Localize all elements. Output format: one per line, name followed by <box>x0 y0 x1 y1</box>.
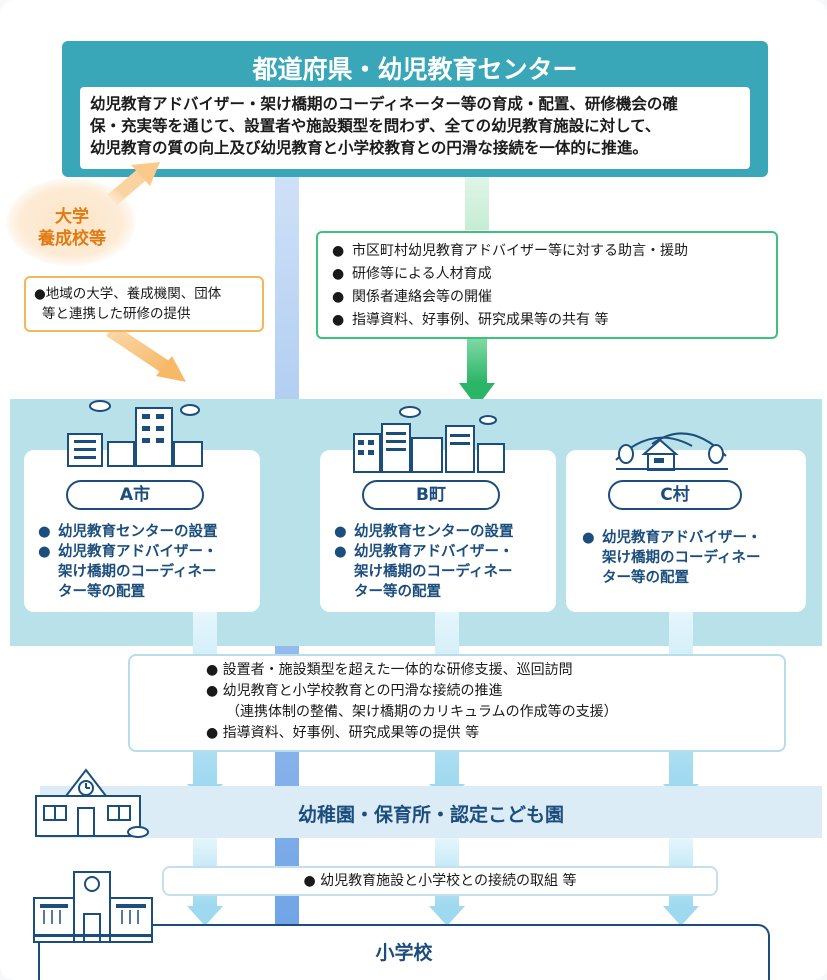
municipality-item: 架け橋期のコーディネー <box>58 564 217 580</box>
support-item: 市区町村幼児教育アドバイザー等に対する助言・援助 <box>352 243 688 259</box>
municipality-item: 幼児教育センターの設置 <box>58 524 218 540</box>
municipality-support-item: ● 設置者・施設類型を超えた一体的な研修支援、巡回訪問 <box>206 662 573 678</box>
university-label-line: 大学 <box>55 207 89 227</box>
municipality-support-item: （連携体制の整備、架け橋期のカリキュラムの作成等の支援） <box>226 704 618 720</box>
prefecture-description: 幼児教育アドバイザー・架け橋期のコーディネーター等の育成・配置、研修機会の確 保… <box>80 87 750 169</box>
town-buildings-icon <box>353 406 505 473</box>
elementary-school-label: 小学校 <box>375 942 433 964</box>
municipality-name-a: A市 <box>66 480 204 510</box>
municipality-list-b: ●幼児教育センターの設置 ●幼児教育アドバイザー・ 架け橋期のコーディネー ター… <box>334 524 514 600</box>
municipality-item: 幼児教育アドバイザー・ <box>354 544 514 560</box>
municipality-item: 幼児教育アドバイザー・ <box>602 530 762 546</box>
municipality-item: 架け橋期のコーディネー <box>354 564 513 580</box>
arrow-univ-to-municipality <box>106 324 174 376</box>
municipality-card-c <box>566 450 806 612</box>
university-label: 大学 養成校等 <box>20 206 124 250</box>
prefecture-title: 都道府県・幼児教育センター <box>252 55 578 84</box>
municipality-item: ター等の配置 <box>58 584 145 600</box>
prefecture-desc-line: 幼児教育の質の向上及び幼児教育と小学校教育との円滑な接続を一体的に推進。 <box>90 139 648 157</box>
municipality-support-box: ● 設置者・施設類型を超えた一体的な研修支援、巡回訪問 ● 幼児教育と小学校教育… <box>128 654 786 752</box>
municipality-item: 幼児教育センターの設置 <box>354 524 514 540</box>
university-arrows <box>106 162 186 382</box>
village-house-icon <box>615 432 728 471</box>
support-item: 指導資料、好事例、研究成果等の共有 等 <box>352 312 609 328</box>
university-box: ●地域の大学、養成機関、団体 等と連携した研修の提供 <box>24 276 264 332</box>
municipality-item: ター等の配置 <box>354 584 441 600</box>
municipality-support-item: ● 指導資料、好事例、研究成果等の提供 等 <box>206 725 480 741</box>
university-box-line: 等と連携した研修の提供 <box>42 306 191 322</box>
municipality-item: ター等の配置 <box>602 570 689 586</box>
prefecture-desc-line: 保・充実等を通じて、設置者や施設類型を問わず、全ての幼児教育施設に対して、 <box>90 117 661 135</box>
municipality-item: 架け橋期のコーディネー <box>602 550 761 566</box>
kindergarten-building-icon <box>35 768 149 838</box>
university-label-line: 養成校等 <box>38 229 106 249</box>
municipality-card-a <box>24 450 260 612</box>
kindergarten-band <box>40 786 822 838</box>
arrow-univ-to-pref-tip <box>131 162 160 186</box>
elementary-school-icon <box>33 871 153 943</box>
prefecture-desc-line: 幼児教育アドバイザー・架け橋期のコーディネーター等の育成・配置、研修機会の確 <box>90 95 678 113</box>
municipality-support-item: ● 幼児教育と小学校教育との円滑な接続の推進 <box>206 683 503 699</box>
municipality-list-a: ●幼児教育センターの設置 ●幼児教育アドバイザー・ 架け橋期のコーディネー ター… <box>38 524 218 600</box>
municipality-list-c: ●幼児教育アドバイザー・ 架け橋期のコーディネー ター等の配置 <box>582 530 762 586</box>
support-item: 関係者連絡会等の開催 <box>352 289 492 305</box>
city-buildings-icon <box>67 400 203 467</box>
elementary-school-box <box>38 924 770 980</box>
prefecture-support-box: ●市区町村幼児教育アドバイザー等に対する助言・援助 ●研修等による人材育成 ●関… <box>316 231 778 339</box>
support-item: 研修等による人材育成 <box>352 266 492 282</box>
kindergarten-label: 幼稚園・保育所・認定こども園 <box>297 804 564 826</box>
university-box-line: ●地域の大学、養成機関、団体 <box>34 286 222 302</box>
arrow-univ-to-municipality-tip <box>156 356 186 382</box>
connection-box: ● 幼児教育施設と小学校との接続の取組 等 <box>162 866 718 896</box>
municipality-card-b <box>320 450 556 612</box>
municipality-item: 幼児教育アドバイザー・ <box>58 544 218 560</box>
municipality-name-b: B町 <box>362 480 500 510</box>
university-bubble <box>6 178 136 266</box>
municipality-name-c: C村 <box>608 480 742 510</box>
